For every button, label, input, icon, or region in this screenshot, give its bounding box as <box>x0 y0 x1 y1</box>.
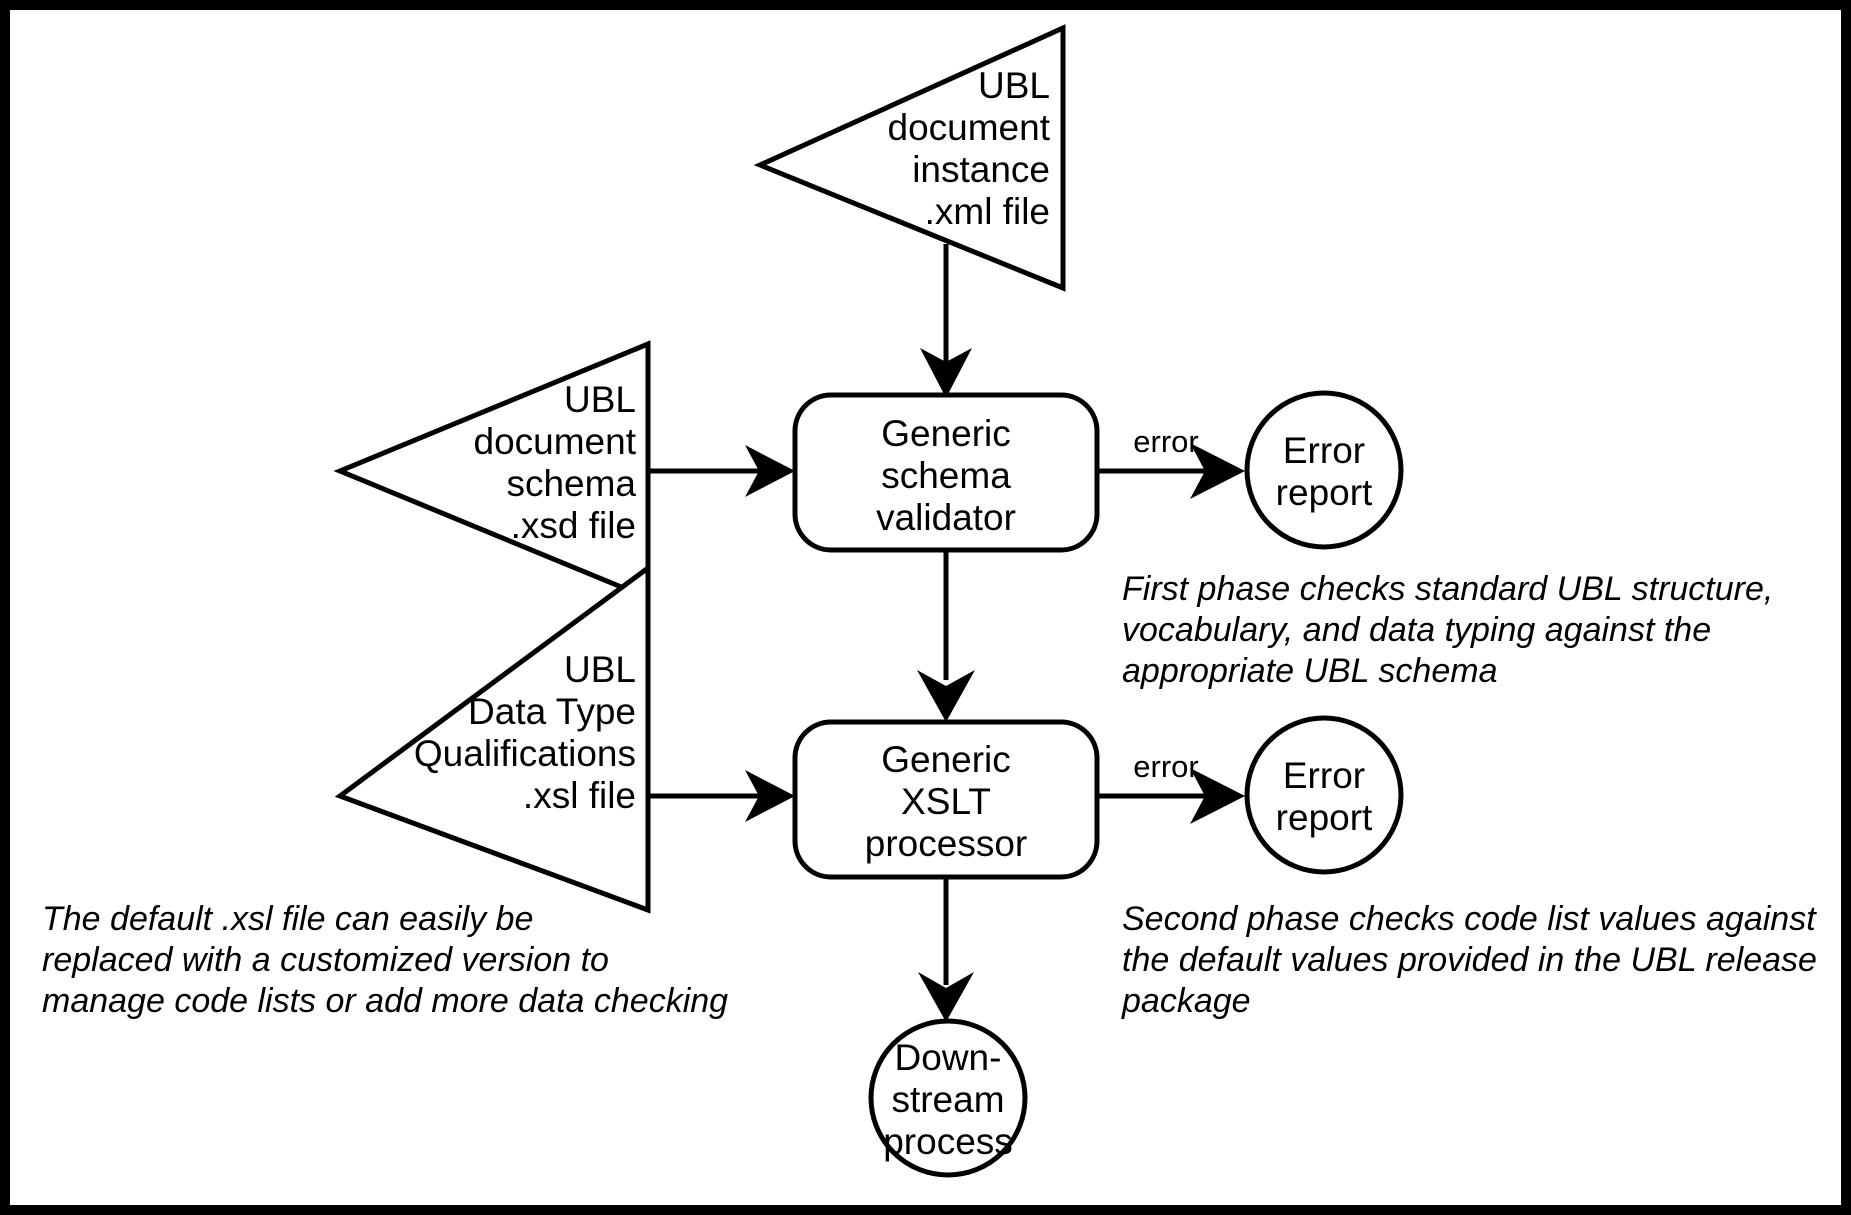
note-first-phase-line-1: vocabulary, and data typing against the <box>1122 611 1711 649</box>
note-second-phase-line-1: the default values provided in the UBL r… <box>1122 941 1817 979</box>
output-shape-error-report-2[interactable] <box>1244 715 1404 875</box>
input-label-ubl-data-type-qualifications-line-3: .xsl file <box>523 775 636 816</box>
process-label-generic-schema-validator-line-2: validator <box>876 497 1016 538</box>
note-second-phase-line-2: package <box>1121 982 1251 1020</box>
input-label-ubl-document-instance-line-2: instance <box>912 149 1050 190</box>
input-label-ubl-data-type-qualifications-line-2: Qualifications <box>414 733 636 774</box>
arrow-head-xslt-to-downstream <box>918 972 974 1022</box>
process-label-generic-xslt-processor-line-0: Generic <box>881 739 1011 780</box>
output-label-downstream-process-line-1: stream <box>891 1079 1004 1120</box>
output-label-error-report-2-line-1: report <box>1276 797 1373 838</box>
arrow-head-validator-to-xslt <box>917 670 975 722</box>
arrow-head-xslt-to-error-report <box>1190 768 1245 824</box>
note-first-phase-line-2: appropriate UBL schema <box>1122 652 1497 690</box>
input-shape-ubl-document-schema[interactable] <box>333 340 651 602</box>
process-label-generic-schema-validator-line-0: Generic <box>881 413 1011 454</box>
arrow-head-validator-to-error-report <box>1190 443 1245 499</box>
input-label-ubl-document-instance-line-3: .xml file <box>925 191 1050 232</box>
input-label-ubl-document-schema-line-2: schema <box>506 463 636 504</box>
edge-label-error-2: error <box>1133 749 1198 784</box>
note-default-xsl-line-2: manage code lists or add more data check… <box>42 982 728 1020</box>
note-default-xsl-line-0: The default .xsl file can easily be <box>42 900 533 938</box>
arrow-head-xsl-to-xslt <box>745 770 795 822</box>
process-label-generic-schema-validator-line-1: schema <box>881 455 1011 496</box>
output-label-downstream-process-line-0: Down- <box>895 1037 1002 1078</box>
output-label-error-report-2-line-0: Error <box>1283 755 1365 796</box>
input-label-ubl-document-schema-line-3: .xsd file <box>511 505 636 546</box>
output-shape-downstream-process[interactable] <box>868 1018 1028 1178</box>
note-default-xsl-line-1: replaced with a customized version to <box>42 941 609 979</box>
input-label-ubl-document-schema-line-1: document <box>474 421 637 462</box>
output-label-downstream-process-line-2: process <box>883 1121 1013 1162</box>
input-label-ubl-data-type-qualifications-line-1: Data Type <box>468 691 636 732</box>
output-label-error-report-1-line-1: report <box>1276 472 1373 513</box>
edge-label-error-1: error <box>1133 424 1198 459</box>
process-label-generic-xslt-processor-line-1: XSLT <box>901 781 991 822</box>
arrow-head-instance-to-validator <box>920 348 972 398</box>
note-first-phase-line-0: First phase checks standard UBL structur… <box>1122 570 1773 608</box>
input-label-ubl-document-schema-line-0: UBL <box>564 379 636 420</box>
input-label-ubl-document-instance-line-1: document <box>888 107 1051 148</box>
note-second-phase-line-0: Second phase checks code list values aga… <box>1122 900 1817 938</box>
input-label-ubl-data-type-qualifications-line-0: UBL <box>564 649 636 690</box>
input-shape-ubl-document-instance[interactable] <box>753 24 1066 292</box>
process-label-generic-xslt-processor-line-2: processor <box>865 823 1027 864</box>
input-shape-ubl-data-type-qualifications[interactable] <box>334 563 651 914</box>
output-label-error-report-1-line-0: Error <box>1283 430 1365 471</box>
input-label-ubl-document-instance-line-0: UBL <box>978 65 1050 106</box>
arrow-head-schema-to-validator <box>745 445 795 497</box>
output-shape-error-report-1[interactable] <box>1244 390 1404 550</box>
